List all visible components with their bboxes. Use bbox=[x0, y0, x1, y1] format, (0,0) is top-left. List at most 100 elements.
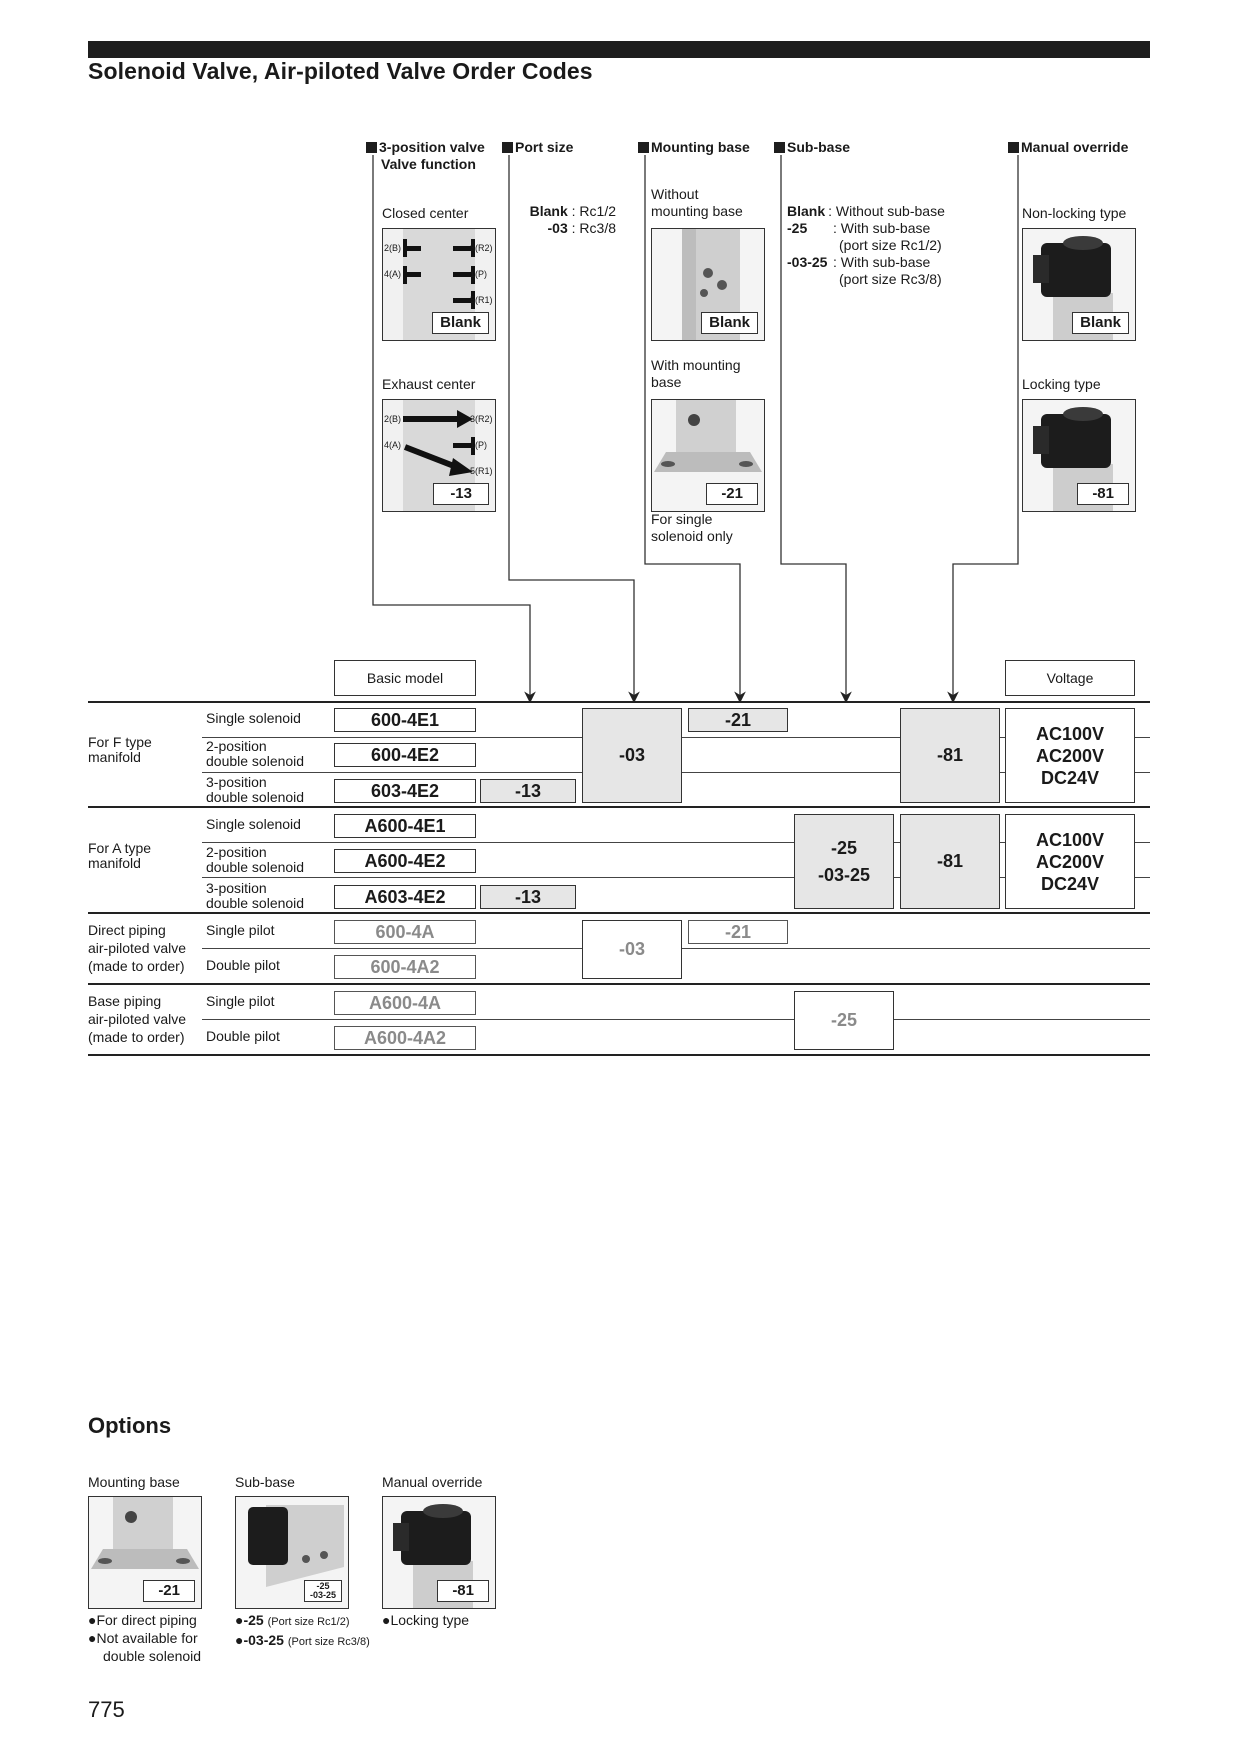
table-rule-group bbox=[88, 912, 1150, 914]
model-code: A600-4A bbox=[334, 991, 476, 1015]
row-label: Single pilot bbox=[206, 923, 275, 938]
without-mounting-base-code: Blank bbox=[701, 312, 758, 334]
port-label-r2: 3(R2) bbox=[470, 414, 493, 424]
row-label: Single solenoid bbox=[206, 817, 301, 832]
non-locking-photo: Blank bbox=[1022, 228, 1136, 341]
port-label-a: 4(A) bbox=[384, 269, 401, 279]
basic-model-header: Basic model bbox=[334, 660, 476, 696]
row-label: Double pilot bbox=[206, 958, 280, 973]
option-override-photo: -81 bbox=[382, 1496, 496, 1609]
options-title: Options bbox=[88, 1413, 171, 1439]
option-override-notes: ●Locking type bbox=[382, 1611, 469, 1629]
option-code: -13 bbox=[480, 885, 576, 909]
port-label-p: 1(P) bbox=[470, 269, 487, 279]
port-size-heading: Port size bbox=[502, 139, 573, 156]
row-label: Single solenoid bbox=[206, 711, 301, 726]
model-code: 600-4A2 bbox=[334, 955, 476, 979]
option-subbase-code: -25-03-25 bbox=[304, 1580, 342, 1602]
row-label: Single pilot bbox=[206, 994, 275, 1009]
option-subbase-photo: -25-03-25 bbox=[235, 1496, 349, 1609]
option-mounting-notes: ●For direct piping ●Not available for do… bbox=[88, 1611, 201, 1665]
option-subbase-caption: Sub-base bbox=[235, 1474, 295, 1490]
page-number: 775 bbox=[88, 1697, 125, 1723]
non-locking-label: Non-locking type bbox=[1022, 205, 1126, 222]
valve-function-heading: 3-position valve Valve function bbox=[366, 139, 485, 173]
option-code: -25 bbox=[794, 991, 894, 1050]
with-mounting-base-photo: -21 bbox=[651, 399, 765, 512]
option-code: -25-03-25 bbox=[794, 814, 894, 909]
manual-override-heading: Manual override bbox=[1008, 139, 1128, 156]
option-code: -81 bbox=[900, 814, 1000, 909]
option-code: -03 bbox=[582, 920, 682, 979]
model-code: 603-4E2 bbox=[334, 779, 476, 803]
connector-lines bbox=[0, 0, 1240, 720]
row-label: 3-positiondouble solenoid bbox=[206, 775, 304, 805]
port-label-a: 4(A) bbox=[384, 440, 401, 450]
closed-center-symbol: 2(B) 4(A) 3(R2) 1(P) 5(R1) Blank bbox=[382, 228, 496, 341]
model-code: 600-4E1 bbox=[334, 708, 476, 732]
connector-port-size bbox=[509, 155, 634, 702]
port-size-options: Blank : Rc1/2 -03 : Rc3/8 bbox=[524, 203, 616, 237]
option-code: -21 bbox=[688, 920, 788, 944]
model-code: A600-4E1 bbox=[334, 814, 476, 838]
sub-base-heading: Sub-base bbox=[774, 139, 850, 156]
table-rule bbox=[202, 1019, 1150, 1020]
option-code: -81 bbox=[900, 708, 1000, 803]
closed-center-label: Closed center bbox=[382, 205, 468, 222]
group-f-label: For F typemanifold bbox=[88, 735, 152, 765]
row-label: Double pilot bbox=[206, 1029, 280, 1044]
option-code: -03 bbox=[582, 708, 682, 803]
square-bullet-icon bbox=[1008, 142, 1019, 153]
square-bullet-icon bbox=[502, 142, 513, 153]
table-rule-top bbox=[88, 701, 1150, 703]
option-mounting-code: -21 bbox=[143, 1580, 195, 1602]
square-bullet-icon bbox=[638, 142, 649, 153]
model-code: A603-4E2 bbox=[334, 885, 476, 909]
model-code: 600-4A bbox=[334, 920, 476, 944]
locking-code: -81 bbox=[1077, 483, 1129, 505]
exhaust-center-label: Exhaust center bbox=[382, 376, 475, 393]
option-code: -13 bbox=[480, 779, 576, 803]
exhaust-center-symbol: 2(B) 4(A) 3(R2) 1(P) 5(R1) -13 bbox=[382, 399, 496, 512]
closed-center-code: Blank bbox=[432, 312, 489, 334]
without-mounting-base-photo: Blank bbox=[651, 228, 765, 341]
port-label-b: 2(B) bbox=[384, 243, 401, 253]
square-bullet-icon bbox=[774, 142, 785, 153]
sub-base-options: Blank: Without sub-base -25: With sub-ba… bbox=[787, 203, 967, 288]
square-bullet-icon bbox=[366, 142, 377, 153]
mounting-base-heading: Mounting base bbox=[638, 139, 750, 156]
table-rule-bottom bbox=[88, 1054, 1150, 1056]
with-mounting-base-code: -21 bbox=[706, 483, 758, 505]
option-override-caption: Manual override bbox=[382, 1474, 482, 1490]
port-label-r1: 5(R1) bbox=[470, 466, 493, 476]
option-mounting-caption: Mounting base bbox=[88, 1474, 180, 1490]
locking-label: Locking type bbox=[1022, 376, 1101, 393]
model-code: 600-4E2 bbox=[334, 743, 476, 767]
option-mounting-photo: -21 bbox=[88, 1496, 202, 1609]
model-code: A600-4E2 bbox=[334, 849, 476, 873]
port-label-r1: 5(R1) bbox=[470, 295, 493, 305]
port-label-p: 1(P) bbox=[470, 440, 487, 450]
table-rule-group bbox=[88, 806, 1150, 808]
model-code: A600-4A2 bbox=[334, 1026, 476, 1050]
option-code: -21 bbox=[688, 708, 788, 732]
voltage-header: Voltage bbox=[1005, 660, 1135, 696]
locking-photo: -81 bbox=[1022, 399, 1136, 512]
option-subbase-notes: ●-25 (Port size Rc1/2) ●-03-25 (Port siz… bbox=[235, 1611, 370, 1651]
non-locking-code: Blank bbox=[1072, 312, 1129, 334]
port-label-b: 2(B) bbox=[384, 414, 401, 424]
option-override-code: -81 bbox=[437, 1580, 489, 1602]
exhaust-center-code: -13 bbox=[433, 483, 489, 505]
port-label-r2: 3(R2) bbox=[470, 243, 493, 253]
